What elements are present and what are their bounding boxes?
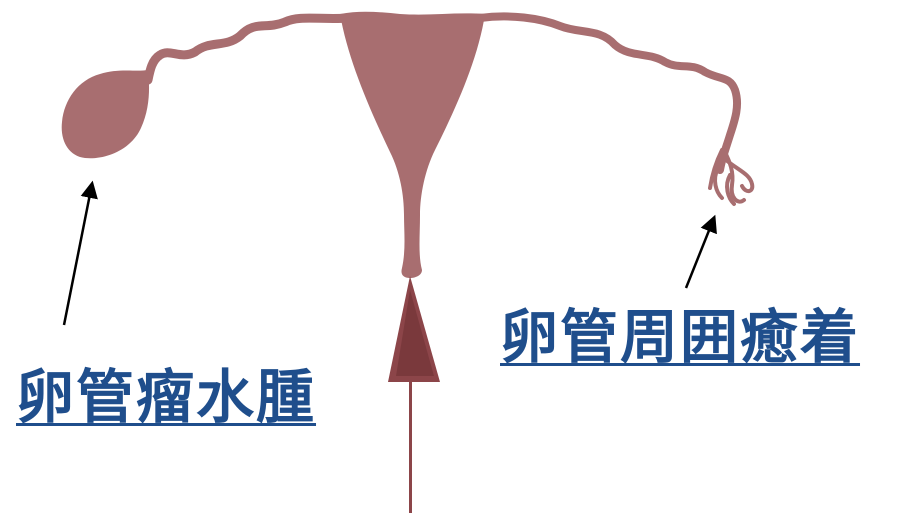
cannula-shaft [409, 382, 412, 513]
left-fallopian-tube [143, 13, 355, 85]
fimbria-adhesion [708, 148, 755, 206]
arrow-to-hydrosalpinx [62, 180, 98, 326]
cannula-tip [388, 276, 440, 382]
hydrosalpinx-mass [61, 70, 150, 159]
arrow-to-adhesion [684, 214, 717, 289]
cannula-shadow [396, 290, 434, 376]
right-fallopian-tube [476, 12, 742, 174]
label-hydrosalpinx: 卵管瘤水腫 [16, 363, 317, 431]
label-peritubal-adhesion: 卵管周囲癒着 [500, 303, 861, 371]
uterus-body [340, 11, 485, 278]
